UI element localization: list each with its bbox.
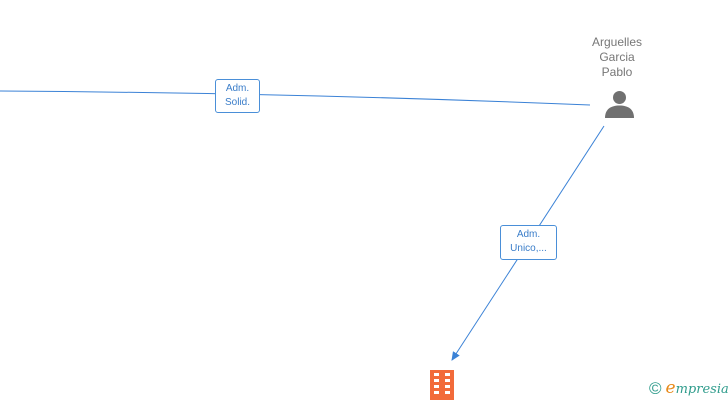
edge-label-adm-unico[interactable]: Adm. Unico,... [500,225,557,260]
person-name-line: Pablo [601,65,633,79]
brand-name-initial: e [665,378,676,398]
edge-label-line: Solid. [224,97,250,108]
edge-adm-solid-line [0,90,591,106]
edge-label-line: Adm. [225,83,250,94]
edge-label-line: Adm. [516,229,541,240]
edge-label-adm-solid[interactable]: Adm. Solid. [215,79,260,113]
brand-name: empresia [666,378,728,400]
person-name-label[interactable]: Arguelles Garcia Pablo [575,35,659,80]
person-name-line: Garcia [599,50,635,64]
brand-logo: © empresia [649,378,728,400]
person-icon[interactable] [604,90,635,118]
building-icon[interactable] [430,370,454,400]
edge-label-line: Unico,... [510,243,547,254]
person-name-line: Arguelles [591,35,643,49]
copyright-icon: © [649,379,662,398]
brand-name-rest: mpresia [675,382,728,397]
